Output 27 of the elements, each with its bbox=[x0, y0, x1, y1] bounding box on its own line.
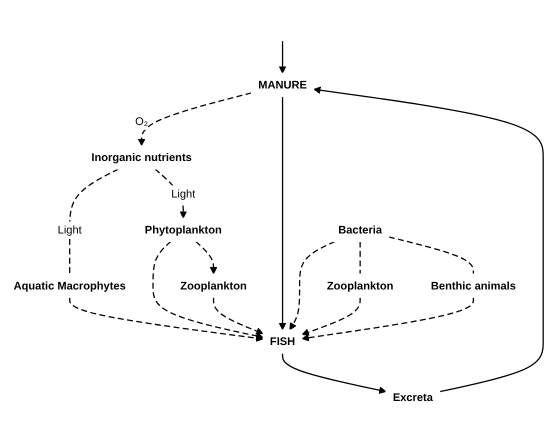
arrow bbox=[278, 96, 286, 330]
arrow bbox=[289, 241, 335, 330]
node-text: Zooplankton bbox=[326, 279, 394, 292]
node-text: Zooplankton bbox=[180, 279, 247, 292]
connector bbox=[360, 242, 361, 274]
node-text: Benthic animals bbox=[430, 279, 516, 292]
edge-label: O₂ bbox=[135, 114, 148, 128]
arrow bbox=[282, 353, 386, 394]
connector bbox=[388, 236, 474, 274]
arrow bbox=[152, 241, 264, 340]
arrow bbox=[313, 86, 544, 392]
node-text: Inorganic nutrients bbox=[91, 150, 192, 164]
node-text: Aquatic Macrophytes bbox=[14, 279, 126, 292]
connector bbox=[69, 168, 119, 274]
node-text: MANURE bbox=[258, 78, 307, 92]
arrow bbox=[212, 297, 264, 335]
arrow bbox=[302, 297, 474, 342]
node-text: Excreta bbox=[392, 390, 433, 404]
arrow bbox=[302, 297, 361, 336]
node-text: Phytoplankton bbox=[144, 223, 222, 236]
node-text: Bacteria bbox=[338, 223, 382, 236]
arrow bbox=[278, 40, 286, 74]
arrow bbox=[69, 297, 264, 342]
edge-label: Light bbox=[171, 187, 196, 200]
arrow bbox=[138, 92, 252, 146]
arrow bbox=[196, 241, 218, 274]
edge-label: Light bbox=[58, 223, 82, 236]
